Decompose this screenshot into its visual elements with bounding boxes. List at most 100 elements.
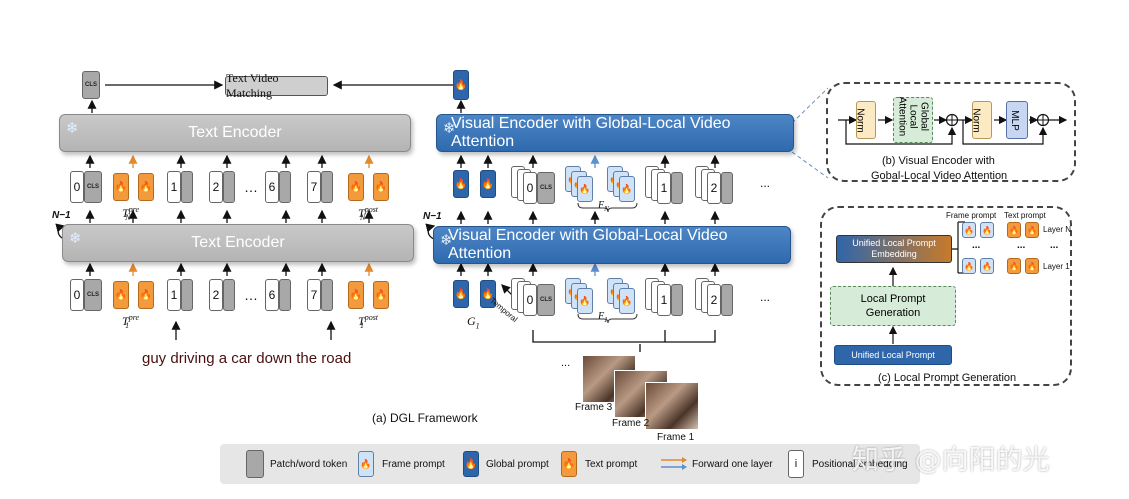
position-token-1: 1	[167, 171, 181, 203]
layer-1-label: Layer 1	[1043, 262, 1070, 271]
unified-local-prompt-box: Unified Local Prompt	[834, 345, 952, 365]
frozen-snowflake-icon: ❄	[440, 232, 453, 249]
unified-local-prompt-label: Unified Local Prompt	[851, 350, 935, 360]
word-token	[223, 279, 235, 311]
local-prompt-generation-box: Local Prompt Generation	[830, 286, 956, 326]
ellipsis-text: …	[244, 179, 258, 195]
text-token-row-top: 0 CLS 🔥 🔥 1 2 … 6 7 🔥 🔥	[0, 171, 420, 207]
cls-token: CLS	[537, 172, 555, 204]
legend-text-label: Text prompt	[585, 459, 638, 470]
text-encoder-top: ❄ Text Encoder	[59, 114, 411, 152]
frame-prompt-cell: 🔥	[962, 258, 976, 274]
text-prompt-token: 🔥	[113, 281, 129, 309]
frame-prompt-token: 🔥	[619, 176, 635, 202]
panel-c-caption: (c) Local Prompt Generation	[878, 372, 1017, 384]
position-token-2: 2	[707, 172, 721, 204]
text-prompt-token: 🔥	[113, 173, 129, 201]
text-prompt-post-1-label: Tpost1	[358, 313, 379, 331]
visual-encoder-top-label: Visual Encoder with Global-Local Video A…	[451, 115, 731, 150]
text-prompt-pre-n-label: TpreN	[122, 205, 140, 223]
position-token-6: 6	[265, 279, 279, 311]
grid-ellipsis: ...	[972, 240, 981, 251]
visual-token-row-bottom: 🔥 🔥 0 CLS 🔥 🔥 🔥 🔥 🔥 🔥 1 2 ...	[0, 278, 800, 322]
legend-global-swatch: 🔥	[463, 451, 479, 477]
global-prompt-output-token: 🔥	[453, 70, 469, 100]
frames-ellipsis: ...	[561, 357, 571, 369]
layer-n-label: Layer N	[1043, 225, 1072, 234]
layer-repeat-label-text: N−1	[52, 210, 71, 221]
frame-prompt-header: Frame prompt	[946, 211, 997, 220]
position-token-1: 1	[167, 279, 181, 311]
caption-text: guy driving a car down the road	[142, 350, 352, 367]
text-token-row-bottom: 0 CLS 🔥 🔥 1 2 … 6 7 🔥 🔥	[0, 279, 420, 315]
word-token	[279, 279, 291, 311]
visual-token-row-top: 🔥 🔥 0 CLS 🔥 🔥 🔥 🔥 🔥 🔥 1 2 ...	[0, 166, 800, 210]
frame-prompt-cell: 🔥	[980, 258, 994, 274]
frame-3-label: Frame 3	[575, 402, 613, 413]
text-prompt-cell: 🔥	[1007, 258, 1021, 274]
frame-1-label: Frame 1	[657, 432, 695, 443]
legend-bar: Patch/word token 🔥 Frame prompt 🔥 Global…	[220, 444, 920, 484]
text-prompt-token: 🔥	[138, 173, 154, 201]
unified-local-prompt-embedding-box: Unified Local Prompt Embedding	[836, 235, 952, 263]
legend-forward-label: Forward one layer	[692, 459, 773, 470]
position-token-0: 0	[523, 172, 537, 204]
frame-prompt-token: 🔥	[577, 176, 593, 202]
unified-local-prompt-embedding-label: Unified Local Prompt Embedding	[852, 238, 936, 259]
visual-encoder-top: ❄ Visual Encoder with Global-Local Video…	[436, 114, 794, 152]
position-token-6: 6	[265, 171, 279, 203]
word-token	[181, 279, 193, 311]
legend-text-swatch: 🔥	[561, 451, 577, 477]
visual-encoder-bottom: ❄ Visual Encoder with Global-Local Video…	[433, 226, 791, 264]
legend-patch-label: Patch/word token	[270, 459, 348, 470]
position-token-1: 1	[657, 172, 671, 204]
position-token-2: 2	[209, 279, 223, 311]
frame-prompt-cell: 🔥	[962, 222, 976, 238]
cls-token: CLS	[537, 284, 555, 316]
panel-c-local-prompt-generation	[820, 206, 1072, 386]
global-prompt-token: 🔥	[480, 280, 496, 308]
word-token	[223, 171, 235, 203]
global-prompt-g1-label: G1	[467, 314, 480, 331]
legend-global-label: Global prompt	[486, 459, 549, 470]
patch-token	[721, 284, 733, 316]
position-token-1: 1	[657, 284, 671, 316]
text-encoder-bottom: ❄ Text Encoder	[62, 224, 414, 262]
text-encoder-bottom-label: Text Encoder	[191, 234, 285, 251]
norm-block-2-label: Norm	[970, 108, 982, 133]
norm-block-1: Norm	[854, 101, 876, 139]
frozen-snowflake-icon: ❄	[69, 230, 82, 247]
position-token-0: 0	[523, 284, 537, 316]
legend-frame-label: Frame prompt	[382, 459, 445, 470]
figure-a-caption: (a) DGL Framework	[372, 411, 478, 425]
local-prompt-generation-line1: Local Prompt	[860, 293, 926, 305]
patch-token	[671, 172, 683, 204]
text-prompt-cell: 🔥	[1025, 258, 1039, 274]
text-prompt-header: Text prompt	[1004, 211, 1046, 220]
cls-token: CLS	[84, 171, 102, 203]
word-token	[321, 171, 333, 203]
text-prompt-token: 🔥	[348, 281, 364, 309]
frame-prompt-cell: 🔥	[980, 222, 994, 238]
mlp-block-label: MLP	[1008, 110, 1020, 131]
norm-block-2: Norm	[970, 101, 992, 139]
text-encoder-top-label: Text Encoder	[188, 124, 282, 141]
position-token-2: 2	[707, 284, 721, 316]
patch-token	[671, 284, 683, 316]
cls-output-token: CLS	[82, 71, 100, 99]
legend-patch-swatch	[246, 450, 264, 478]
frame-2-label: Frame 2	[612, 418, 650, 429]
position-token-2: 2	[209, 171, 223, 203]
legend-frame-swatch: 🔥	[358, 451, 374, 477]
ellipsis-text: ...	[760, 290, 771, 304]
cls-token: CLS	[84, 279, 102, 311]
text-prompt-post-n-label: TpostN	[358, 205, 379, 223]
norm-block-1-label: Norm	[854, 108, 866, 133]
text-video-matching-box: Text Video Matching	[225, 71, 328, 100]
panel-b-visual-encoder-detail	[826, 82, 1076, 182]
watermark-text: 知乎 @向阳的光	[852, 445, 1050, 476]
ellipsis-text: …	[244, 287, 258, 303]
patch-token	[721, 172, 733, 204]
panel-b-caption-line1: (b) Visual Encoder with	[882, 155, 995, 167]
